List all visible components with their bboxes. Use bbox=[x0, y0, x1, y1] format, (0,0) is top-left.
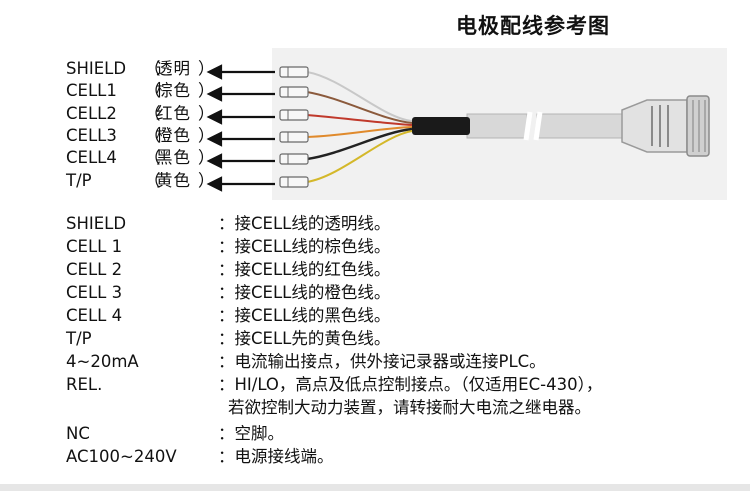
wire-color: 黄色 bbox=[156, 171, 191, 190]
terminal-description: ：接CELL先的黄色线。 bbox=[218, 329, 391, 348]
terminal-description: ：电源接线端。 bbox=[218, 447, 334, 466]
wire-label-cell3: CELL3 （ 橙色 ） bbox=[66, 126, 215, 145]
desc-row-shield: SHIELD ：接CELL线的透明线。 bbox=[66, 212, 706, 235]
desc-row-rel: REL. ：HI/LO，高点及低点控制接点。（仅适用EC-430）， bbox=[66, 373, 706, 396]
wire-color: 棕色 bbox=[156, 81, 191, 100]
terminal-name: AC100~240V bbox=[66, 447, 177, 466]
terminal-description: ：接CELL线的橙色线。 bbox=[218, 283, 391, 302]
wire-label-tp: T/P （ 黄色 ） bbox=[66, 171, 215, 190]
terminal-description: ：HI/LO，高点及低点控制接点。（仅适用EC-430）， bbox=[218, 375, 603, 394]
desc-row-cell4: CELL 4 ：接CELL线的黑色线。 bbox=[66, 304, 706, 327]
terminal-name: T/P bbox=[66, 329, 92, 348]
wire-label-cell1: CELL1 （ 棕色 ） bbox=[66, 81, 215, 100]
wire-code: CELL1 bbox=[66, 81, 117, 100]
desc-row-4-20ma: 4~20mA ：电流输出接点，供外接记录器或连接PLC。 bbox=[66, 350, 706, 373]
terminal-name: CELL 4 bbox=[66, 306, 123, 325]
main-cable bbox=[466, 113, 528, 139]
terminal-description: ：接CELL线的黑色线。 bbox=[218, 306, 391, 325]
terminal-description: ：电流输出接点，供外接记录器或连接PLC。 bbox=[218, 352, 546, 371]
desc-row-tp: T/P ：接CELL先的黄色线。 bbox=[66, 327, 706, 350]
cable-break-right bbox=[533, 111, 543, 141]
wire-label-cell2: CELL2 （ 红色 ） bbox=[66, 104, 215, 123]
cable-photo bbox=[272, 48, 727, 200]
main-cable-right bbox=[536, 113, 623, 139]
desc-row-rel-continuation: 若欲控制大动力装置，请转接耐大电流之继电器。 bbox=[228, 398, 591, 417]
terminal-description: ：接CELL线的透明线。 bbox=[218, 214, 391, 233]
page-title: 电极配线参考图 bbox=[456, 14, 610, 38]
terminal-name: REL. bbox=[66, 375, 103, 394]
bottom-divider bbox=[0, 484, 750, 491]
wire-label-cell4: CELL4 （ 黑色 ） bbox=[66, 148, 215, 167]
heat-shrink bbox=[412, 117, 470, 135]
wire-code: SHIELD bbox=[66, 59, 127, 78]
cable-drawing bbox=[279, 66, 710, 188]
desc-row-cell1: CELL 1 ：接CELL线的棕色线。 bbox=[66, 235, 706, 258]
desc-row-nc: NC ：空脚。 bbox=[66, 422, 706, 445]
wire-arrows bbox=[206, 64, 275, 192]
desc-row-cell3: CELL 3 ：接CELL线的橙色线。 bbox=[66, 281, 706, 304]
terminal-description: ：接CELL线的红色线。 bbox=[218, 260, 391, 279]
wire-label-shield: SHIELD （ 透明 ） bbox=[66, 59, 215, 78]
wire-color: 红色 bbox=[156, 104, 191, 123]
desc-row-ac-power: AC100~240V ：电源接线端。 bbox=[66, 445, 706, 468]
terminal-description: ：空脚。 bbox=[218, 424, 284, 443]
terminal-name: CELL 2 bbox=[66, 260, 123, 279]
terminal-name: SHIELD bbox=[66, 214, 127, 233]
terminal-name: CELL 1 bbox=[66, 237, 123, 256]
connector-body bbox=[621, 99, 688, 153]
wire-code: T/P bbox=[66, 171, 92, 190]
wire-code: CELL4 bbox=[66, 148, 117, 167]
wire-color: 黑色 bbox=[156, 148, 191, 167]
terminal-name: 4~20mA bbox=[66, 352, 139, 371]
terminal-name: CELL 3 bbox=[66, 283, 123, 302]
terminal-name: NC bbox=[66, 424, 90, 443]
wire-code: CELL2 bbox=[66, 104, 117, 123]
wire-code: CELL3 bbox=[66, 126, 117, 145]
wire-color: 透明 bbox=[156, 59, 191, 78]
wire-color: 橙色 bbox=[156, 126, 191, 145]
cable-break-left bbox=[523, 111, 533, 141]
terminal-description: ：接CELL线的棕色线。 bbox=[218, 237, 391, 256]
desc-row-cell2: CELL 2 ：接CELL线的红色线。 bbox=[66, 258, 706, 281]
